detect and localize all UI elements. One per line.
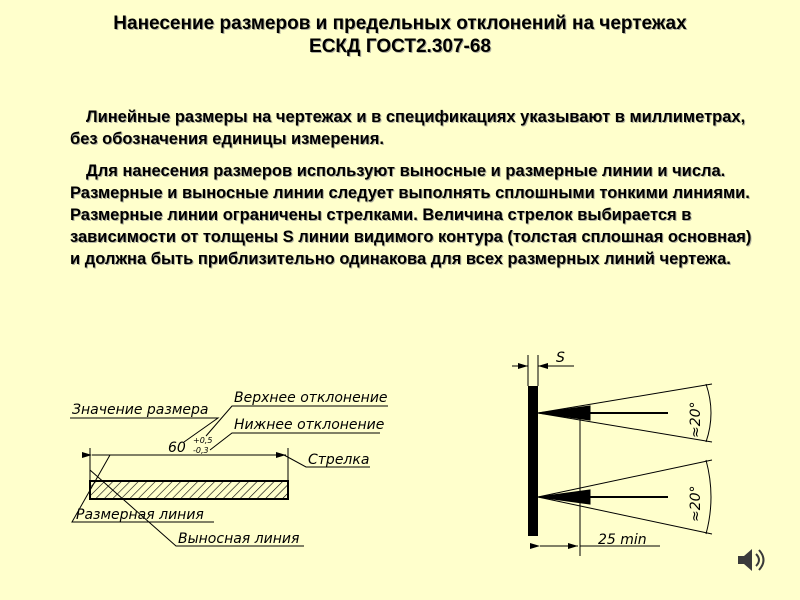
leader-upper-dev	[205, 405, 388, 437]
lower-ray-top	[537, 459, 713, 498]
lower-ray-bottom	[537, 496, 713, 535]
nominal-size: 60	[168, 440, 186, 456]
leader-dim-line	[71, 454, 214, 523]
paragraph-2: Для нанесения размеров используют выносн…	[70, 162, 752, 268]
upper-deviation-value: +0,5	[193, 436, 212, 445]
label-extension-line: Выносная линия	[178, 531, 299, 547]
leader-arrow	[283, 454, 370, 468]
upper-ray-top	[537, 383, 713, 414]
title-line-2: ЕСКД ГОСТ2.307-68	[309, 36, 491, 57]
upper-arrow	[537, 405, 591, 421]
lower-deviation-value: -0,3	[193, 446, 209, 455]
leader-value	[70, 417, 220, 443]
paragraph-1: Линейные размеры на чертежах и в специфи…	[70, 108, 746, 148]
label-arrow: Стрелка	[308, 452, 369, 468]
leader-lower-dev	[209, 432, 380, 451]
upper-angle-arc	[705, 383, 712, 443]
label-25-min: 25 min	[598, 532, 647, 548]
angle-lower: ≈20°	[688, 485, 704, 522]
title-line-1: Нанесение размеров и предельных отклонен…	[113, 13, 687, 34]
leader-ext-line	[89, 469, 304, 547]
label-value: Значение размера	[72, 402, 208, 418]
label-s: S	[556, 350, 565, 366]
dimension-drawing-left	[70, 405, 388, 547]
arrow-proportion-drawing	[512, 355, 713, 556]
angle-upper: ≈20°	[688, 401, 704, 438]
upper-ray-bottom	[537, 412, 713, 443]
label-dimension-line: Размерная линия	[76, 507, 204, 523]
lower-arrow	[537, 489, 591, 505]
page-title: Нанесение размеров и предельных отклонен…	[40, 12, 760, 58]
speaker-icon[interactable]	[738, 549, 765, 571]
label-lower-deviation: Нижнее отклонение	[234, 417, 384, 433]
lower-angle-arc	[705, 459, 712, 535]
label-upper-deviation: Верхнее отклонение	[234, 390, 388, 406]
contour-thick-line	[528, 386, 538, 536]
